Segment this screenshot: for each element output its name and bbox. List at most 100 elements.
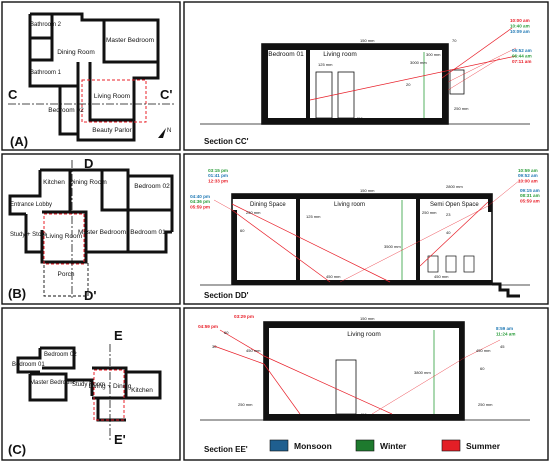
dimension-label: 450 mm [360, 412, 375, 417]
angle-label: 60 [224, 330, 229, 335]
dimension-label: 250 mm [246, 210, 261, 215]
dimension-label: 150 mm [360, 188, 375, 193]
window [445, 255, 457, 273]
window [463, 255, 475, 273]
sun-ray [219, 329, 265, 357]
section-marker: D [84, 156, 93, 171]
time-label: 04:59 pm [198, 324, 218, 329]
time-label: 08:31 am [520, 193, 540, 198]
room-label: Bedroom 01 [268, 51, 304, 58]
plan-c-wall [16, 348, 42, 374]
plan-c-wall [40, 346, 76, 370]
room-label: Living + Dining [89, 383, 132, 390]
time-label: 06:52 am [512, 48, 532, 53]
dimension-label: 3800 mm [414, 370, 431, 375]
sun-ray [447, 47, 517, 83]
section-dd-roof [232, 194, 492, 199]
time-label: 09:15 am [520, 188, 540, 193]
sun-ray [309, 55, 517, 101]
room-label: Bedroom 01 [12, 362, 45, 368]
plan-c-wall [66, 378, 94, 396]
window [427, 255, 439, 273]
plan-a-wall [88, 62, 134, 122]
plan-c-wall [28, 372, 68, 402]
section-cc-roof [262, 44, 448, 50]
sun-ray [371, 357, 465, 415]
plan-b-wall [100, 170, 172, 212]
section-dd-wall [488, 194, 492, 212]
section-marker: C [8, 87, 18, 102]
plan-a-label: (A) [10, 134, 28, 149]
section-ee-floor [264, 414, 464, 420]
section-ee: Living room 150 mm 450 mm 3800 mm 250 mm… [198, 314, 530, 454]
room-label: Study + Store [10, 232, 47, 238]
sun-ray [213, 199, 233, 211]
angle-label: 30 [212, 344, 217, 349]
time-label: 07:11 am [512, 59, 531, 64]
room-label: Living room [347, 331, 381, 338]
dimension-label: 450 mm [326, 274, 341, 279]
room-label: Master Bedroom [30, 380, 74, 386]
plan-a: Bathroom 2 Dining Room Master Bedroom Ba… [8, 12, 176, 149]
sun-ray [487, 179, 521, 207]
legend-swatch [355, 439, 375, 452]
section-cc-wall [306, 44, 310, 124]
plan-a-wall [30, 12, 160, 80]
dimension-label: 450 mm [356, 116, 371, 121]
time-label: 10:40 am [510, 24, 530, 29]
room-label: Living Room [94, 93, 130, 100]
room-label: Entrance Lobby [10, 202, 52, 208]
dimension-label: 450 mm [246, 348, 261, 353]
sun-ray [263, 363, 301, 415]
dimension-label: 150 mm [360, 316, 375, 321]
section-cc: Bedroom 01 Living room 150 mm 125 mm 300… [200, 18, 532, 146]
plan-a-wall [58, 86, 78, 136]
time-label: 10:59 am [518, 168, 538, 173]
dimension-label: 2800 mm [446, 184, 463, 189]
sun-ray [419, 201, 489, 267]
time-label: 10:09 am [510, 29, 530, 34]
time-label: 09:52 am [518, 173, 538, 178]
angle-label: 70 [452, 38, 457, 43]
plan-b: Kitchen Dining Room Bedroom 02 Entrance … [8, 156, 174, 303]
section-dd-wall [416, 194, 420, 284]
time-label: 04:40 pm [190, 194, 210, 199]
dimension-label: 250 mm [238, 402, 253, 407]
plan-b-wall [68, 170, 128, 254]
room-label: Dining Room [57, 49, 95, 56]
angle-label: 20 [406, 82, 411, 87]
section-cc-title: Section CC' [204, 137, 249, 146]
room-label: Kitchen [131, 387, 153, 394]
angle-label: 60 [240, 228, 245, 233]
time-label: 03:15 pm [208, 168, 228, 173]
dimension-label: 250 mm [478, 402, 493, 407]
section-cc-floor [262, 118, 448, 124]
time-label: 12:33 pm [208, 178, 228, 183]
section-cc-wall [442, 44, 448, 124]
sun-ray [231, 203, 391, 283]
door [335, 359, 357, 415]
svg-text:N: N [167, 128, 171, 134]
angle-label: 23 [446, 212, 451, 217]
angle-label: 60 [480, 366, 485, 371]
section-ee-wall [264, 322, 269, 420]
plan-a-wall [30, 14, 54, 62]
section-marker: E [114, 328, 123, 343]
legend-label: Winter [380, 441, 407, 451]
legend-label: Monsoon [294, 441, 332, 451]
room-label: Living room [323, 51, 357, 58]
section-ee-wall [459, 322, 464, 420]
section-ee-roof [264, 322, 464, 328]
legend-swatch [269, 439, 289, 452]
plan-b-label: (B) [8, 286, 26, 301]
section-dd-frame [183, 153, 549, 305]
room-label: Living room [334, 202, 365, 208]
sun-ray [339, 205, 489, 283]
time-label: 06:44 am [512, 54, 532, 59]
dimension-label: 300 mm [426, 52, 441, 57]
plan-b-frame [1, 153, 181, 305]
